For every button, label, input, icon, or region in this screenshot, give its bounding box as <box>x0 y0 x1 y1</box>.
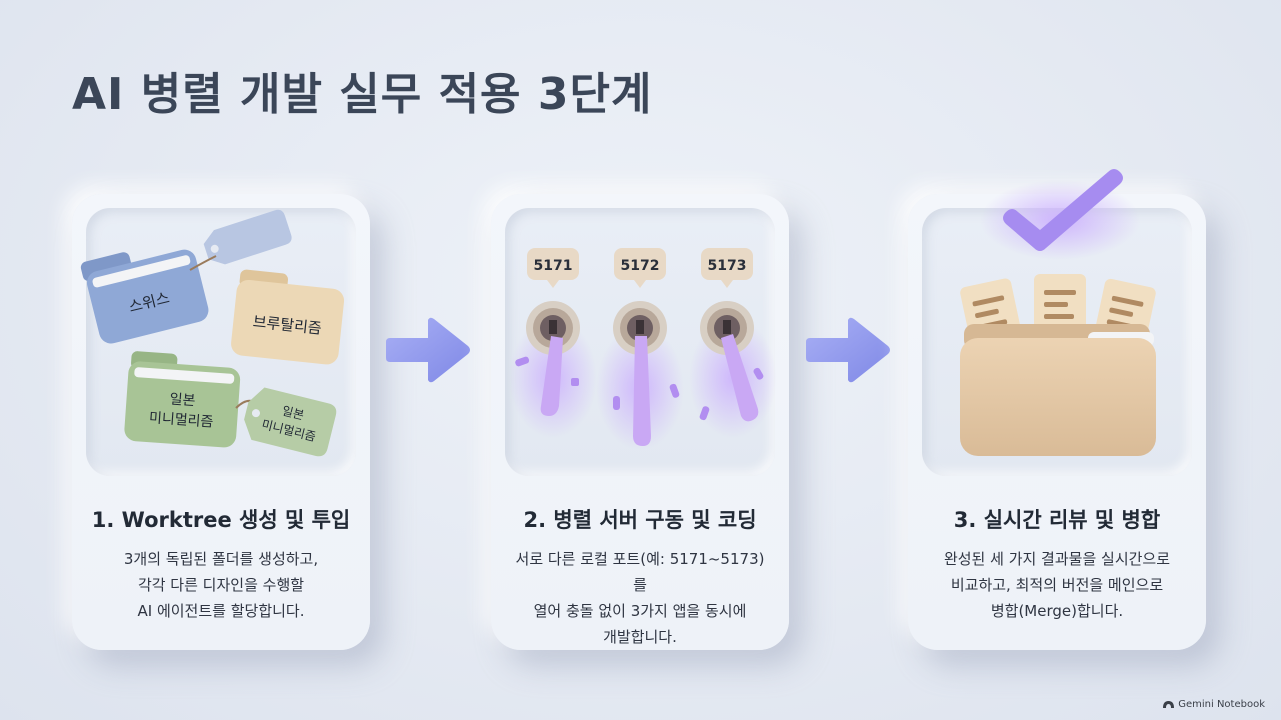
step-2-illustration: 5171 5172 <box>505 208 777 476</box>
folder-label-japan-line2: 미니멀리즘 <box>148 410 213 430</box>
step-card-3: 3. 실시간 리뷰 및 병합 완성된 세 가지 결과물을 실시간으로 비교하고,… <box>908 169 1206 650</box>
step-2-description: 서로 다른 로컬 포트(예: 5171~5173)를 열어 충돌 없이 3가지 … <box>515 550 765 646</box>
step-card-2: 5171 5172 <box>491 194 789 650</box>
port-label-5173: 5173 <box>708 258 747 274</box>
gemini-notebook-logo-icon <box>1163 701 1175 708</box>
step-1-title: 1. Worktree 생성 및 투입 <box>91 508 351 532</box>
step-3-illustration <box>922 169 1192 476</box>
brand-watermark: Gemini Notebook <box>1163 699 1265 710</box>
arrow-right-icon-1 <box>386 317 470 383</box>
check-icon <box>1003 169 1123 251</box>
folder-icon-merged <box>960 324 1156 456</box>
folder-icon-swiss: 스위스 <box>80 249 209 344</box>
step-1-description: 3개의 독립된 폴더를 생성하고, 각각 다른 디자인을 수행할 AI 에이전트… <box>123 550 319 620</box>
tag-icon-swiss <box>203 209 292 265</box>
arrow-right-icon-2 <box>806 317 890 383</box>
folder-icon-brutalism: 브루탈리즘 <box>231 269 345 365</box>
tag-label-japan-line1: 일본 <box>281 404 306 423</box>
step-2-title: 2. 병렬 서버 구동 및 코딩 <box>523 508 757 532</box>
port-5171: 5171 <box>509 248 597 438</box>
tag-icon-japan-minimalism: 일본 미니멀리즘 <box>244 387 337 457</box>
step-card-1: 스위스 브루탈리즘 일본 미니멀리즘 <box>72 194 370 650</box>
brand-label: Gemini Notebook <box>1178 699 1265 710</box>
folder-label-japan-line1: 일본 <box>169 392 196 410</box>
port-5173: 5173 <box>689 248 777 438</box>
step-3-description: 완성된 세 가지 결과물을 실시간으로 비교하고, 최적의 버전을 메인으로 병… <box>943 550 1171 620</box>
page-title: AI 병렬 개발 실무 적용 3단계 <box>72 69 653 120</box>
port-label-5172: 5172 <box>621 258 660 274</box>
step-1-illustration: 스위스 브루탈리즘 일본 미니멀리즘 <box>80 208 356 476</box>
folder-icon-japan-minimalism: 일본 미니멀리즘 <box>124 351 241 448</box>
document-icon-2 <box>1034 274 1086 338</box>
step-3-title: 3. 실시간 리뷰 및 병합 <box>953 508 1161 532</box>
port-label-5171: 5171 <box>534 258 573 274</box>
port-5172: 5172 <box>596 248 684 450</box>
